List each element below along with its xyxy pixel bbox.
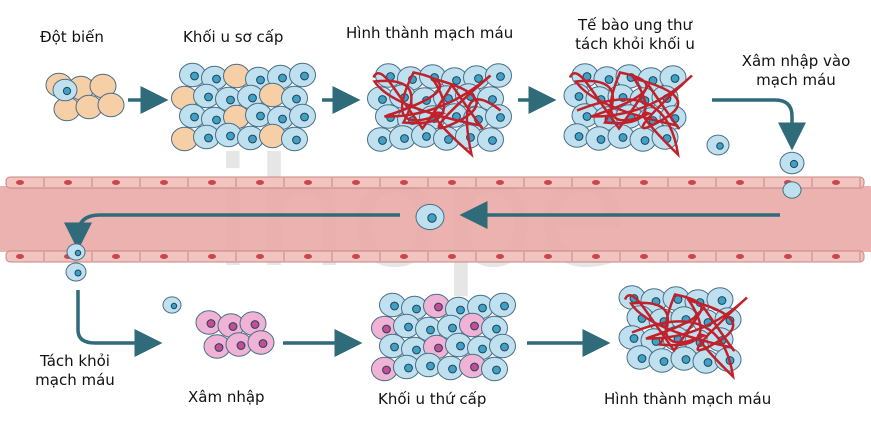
label-intravasation-line1: Xâm nhập vào [741, 52, 851, 70]
detached-tumor [563, 63, 693, 159]
label-extravasation-line2: mạch máu [35, 371, 115, 389]
label-secondary-tumor: Khối u thứ cấp [378, 390, 487, 408]
angiogenesis-tumor-1 [367, 63, 512, 158]
label-extravasation: Tách khỏi mạch máu [20, 352, 130, 390]
label-extravasation-line1: Tách khỏi [40, 352, 110, 370]
label-intravasation: Xâm nhập vào mạch máu [726, 52, 866, 90]
label-mutation: Đột biến [40, 28, 104, 46]
invasion-cells [195, 310, 275, 359]
label-invasion: Xâm nhập [188, 388, 265, 406]
label-intravasation-line2: mạch máu [756, 71, 836, 89]
primary-tumor [171, 62, 316, 152]
label-angiogenesis-1: Hình thành mạch máu [346, 24, 514, 42]
angiogenesis-tumor-2 [618, 285, 748, 381]
secondary-tumor [371, 292, 516, 382]
label-primary-tumor: Khối u sơ cấp [183, 28, 284, 46]
process-arrows [64, 86, 806, 357]
label-angiogenesis-2: Hình thành mạch máu [604, 390, 772, 408]
label-detach-line2: tách khỏi khối u [575, 35, 695, 53]
label-detach-line1: Tế bào ung thư [577, 16, 693, 34]
label-detach: Tế bào ung thư tách khỏi khối u [560, 16, 710, 54]
